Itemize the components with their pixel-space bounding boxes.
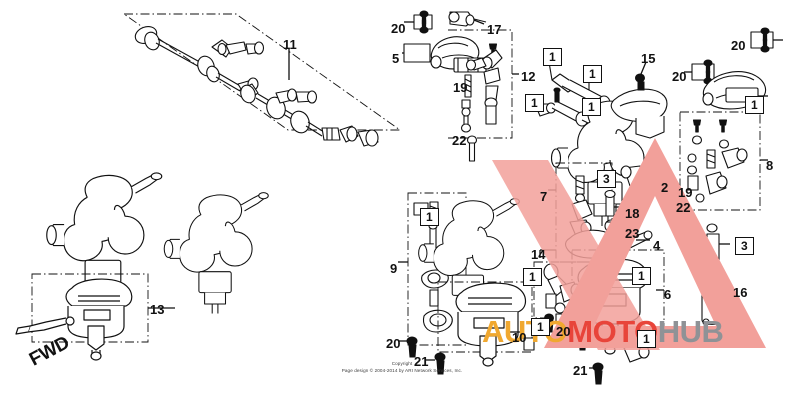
watermark-hub: HUB [657,314,724,349]
callout-20: 20 [556,324,571,339]
callout-20: 20 [386,336,401,351]
callout-19: 19 [453,80,468,95]
callout-8: 8 [766,158,774,173]
callout-19: 19 [678,185,693,200]
boxed-callout-1: 1 [632,267,651,285]
callout-5: 5 [392,51,400,66]
boxed-callout-1: 1 [583,65,602,83]
copyright-line-2: Page design © 2004-2014 by ARI Network S… [341,367,463,373]
callout-16: 16 [733,285,748,300]
callout-22: 22 [676,200,691,215]
callout-20: 20 [731,38,746,53]
callout-15: 15 [641,51,656,66]
callout-7: 7 [540,189,548,204]
callout-18: 18 [625,206,640,221]
boxed-callout-1: 1 [523,268,542,286]
callout-20: 20 [391,21,406,36]
callout-2: 2 [661,180,669,195]
boxed-callout-1: 1 [531,318,550,336]
boxed-callout-1: 1 [525,94,544,112]
boxed-callout-1: 1 [582,98,601,116]
callout-23: 23 [625,226,640,241]
callout-13: 13 [150,302,165,317]
copyright-line-1: Copyright [391,361,413,366]
boxed-callout-3: 3 [735,237,754,255]
callout-6: 6 [664,287,672,302]
callout-11: 11 [283,37,297,52]
callout-12: 12 [521,69,536,84]
boxed-callout-1: 1 [543,48,562,66]
callout-22: 22 [452,133,467,148]
callout-9: 9 [390,261,398,276]
callout-10: 10 [512,330,527,345]
callout-21: 21 [414,354,429,369]
boxed-callout-3: 3 [597,170,616,188]
callout-17: 17 [487,22,502,37]
boxed-callout-1: 1 [637,330,656,348]
callout-14: 14 [531,247,546,262]
copyright-notice: Copyright Page design © 2004-2014 by ARI… [307,361,497,375]
boxed-callout-1: 1 [745,96,764,114]
boxed-callout-1: 1 [420,208,439,226]
callout-20: 20 [672,69,687,84]
callout-21: 21 [573,363,588,378]
watermark-auto: AUTO [482,314,568,349]
callout-4: 4 [653,238,661,253]
